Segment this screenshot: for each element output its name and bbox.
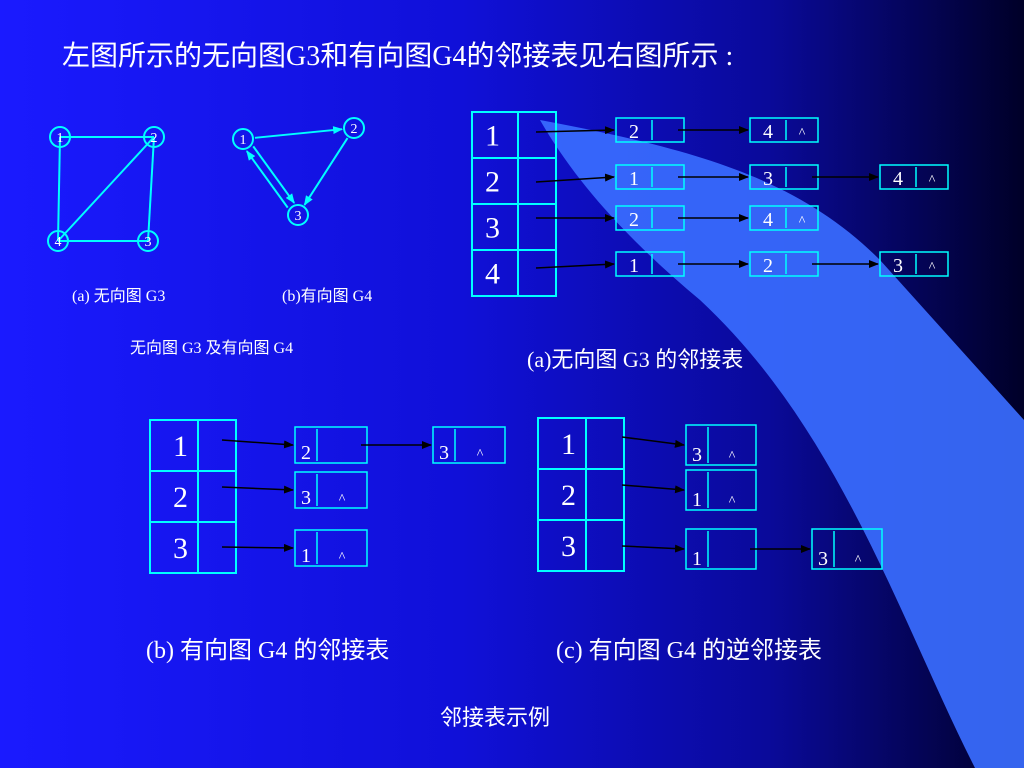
caption-g4-adjacency: (b) 有向图 G4 的邻接表 [146, 638, 390, 664]
slide-footer: 邻接表示例 [440, 705, 551, 730]
g4-inv-node-vertex: 3 [818, 548, 828, 570]
g3-adj-list-node [879, 251, 949, 277]
g3-adj-null-marker: ^ [799, 126, 806, 141]
g3-node-2 [143, 126, 165, 148]
g4-node-label-2: 2 [351, 122, 358, 137]
g3-adj-null-marker: ^ [799, 214, 806, 229]
slide-title: 左图所示的无向图G3和有向图G4的邻接表见右图所示 : [62, 41, 734, 72]
g3-adj-list-node [879, 164, 949, 190]
g3-adj-list-node [749, 117, 819, 143]
g4-node-2 [343, 117, 365, 139]
g4-adj-head-vertex-1: 1 [173, 430, 188, 463]
g4-adj-head-arrow-2 [221, 485, 294, 494]
g4-inv-head-arrow-2 [621, 484, 685, 494]
g4-inv-null-marker: ^ [729, 449, 736, 464]
g3-node-3 [137, 230, 159, 252]
g4-adj-head-arrow-3 [221, 543, 294, 552]
g4-adj-node-vertex: 2 [301, 442, 311, 464]
g4-inv-null-marker: ^ [855, 553, 862, 568]
g3-edge-1-4 [57, 136, 61, 242]
g4-adj-head-vertex-3: 3 [173, 532, 188, 565]
g4-adj-head-vertex-2: 2 [173, 481, 188, 514]
g4-inv-head-table [537, 417, 625, 572]
g3-adj-list-node [749, 205, 819, 231]
g4-inv-list-node [685, 469, 757, 511]
g4-inv-null-marker: ^ [729, 494, 736, 509]
g4-inv-head-vertex-2: 2 [561, 479, 576, 512]
g4-arc-2-3 [303, 137, 349, 206]
g3-adj-node-vertex: 3 [763, 168, 773, 190]
g3-adj-node-vertex: 2 [763, 255, 773, 277]
g4-adj-null-marker: ^ [339, 492, 346, 507]
g3-adj-head-arrow-2 [535, 173, 615, 183]
g3-edge-2-4 [57, 136, 155, 242]
g3-adj-head-arrow-1 [535, 126, 615, 135]
g4-adj-node-vertex: 3 [439, 442, 449, 464]
g4-adj-null-marker: ^ [477, 447, 484, 462]
g4-inv-list-node [811, 528, 883, 570]
g3-adj-head-vertex-4: 4 [485, 258, 500, 291]
g4-inv-head-arrow-3 [621, 544, 685, 553]
g4-node-3 [287, 204, 309, 226]
g3-adj-node-vertex: 4 [893, 168, 903, 190]
g4-adj-list-node [294, 529, 368, 567]
g4-adj-null-marker: ^ [339, 550, 346, 565]
g4-arc-3-1 [245, 150, 289, 209]
g3-edge-2-3 [147, 136, 155, 242]
g4-inv-head-vertex-3: 3 [561, 530, 576, 563]
g3-node-label-4: 4 [55, 235, 62, 250]
g3-node-label-3: 3 [145, 235, 152, 250]
g3-adj-node-vertex: 2 [629, 209, 639, 231]
g3-adj-head-arrow-4 [535, 260, 615, 269]
g4-arc-1-3 [252, 145, 296, 204]
g4-adj-head-arrow-1 [221, 439, 294, 449]
g3-node-1 [49, 126, 71, 148]
g3-node-label-1: 1 [57, 131, 64, 146]
g3-adj-node-vertex: 1 [629, 255, 639, 277]
g4-inv-head-arrow-1 [621, 436, 685, 448]
g4-inv-head-vertex-1: 1 [561, 428, 576, 461]
g3-adj-null-marker: ^ [929, 260, 936, 275]
g4-node-1 [232, 128, 254, 150]
g4-adj-node-vertex: 1 [301, 545, 311, 567]
g3-adj-head-vertex-3: 3 [485, 212, 500, 245]
g3-adj-node-vertex: 1 [629, 168, 639, 190]
g3-adj-node-vertex: 4 [763, 121, 773, 143]
g4-inv-node-vertex: 1 [692, 548, 702, 570]
caption-graphs-group: 无向图 G3 及有向图 G4 [130, 340, 294, 357]
g4-node-label-1: 1 [240, 133, 247, 148]
g3-adj-node-vertex: 3 [893, 255, 903, 277]
caption-g3-adjacency: (a)无向图 G3 的邻接表 [527, 347, 744, 372]
g4-inv-list-node [685, 424, 757, 466]
g3-node-label-2: 2 [151, 131, 158, 146]
caption-g4-inverse-adjacency: (c) 有向图 G4 的逆邻接表 [556, 638, 822, 664]
g4-arc-1-2 [254, 126, 344, 139]
g4-adj-list-node [432, 426, 506, 464]
g3-node-4 [47, 230, 69, 252]
g3-adj-node-vertex: 4 [763, 209, 773, 231]
g3-adj-head-vertex-2: 2 [485, 166, 500, 199]
g3-adj-head-vertex-1: 1 [485, 120, 500, 153]
g4-adj-list-node [294, 471, 368, 509]
g4-adj-head-table [149, 419, 237, 574]
g4-adj-node-vertex: 3 [301, 487, 311, 509]
caption-g4-graph: (b)有向图 G4 [282, 288, 373, 305]
g3-adj-node-vertex: 2 [629, 121, 639, 143]
g4-node-label-3: 3 [295, 209, 302, 224]
g3-adj-null-marker: ^ [929, 173, 936, 188]
caption-g3-graph: (a) 无向图 G3 [72, 288, 166, 305]
g4-inv-node-vertex: 3 [692, 444, 702, 466]
g4-inv-node-vertex: 1 [692, 489, 702, 511]
decorative-swoosh [540, 120, 1024, 768]
